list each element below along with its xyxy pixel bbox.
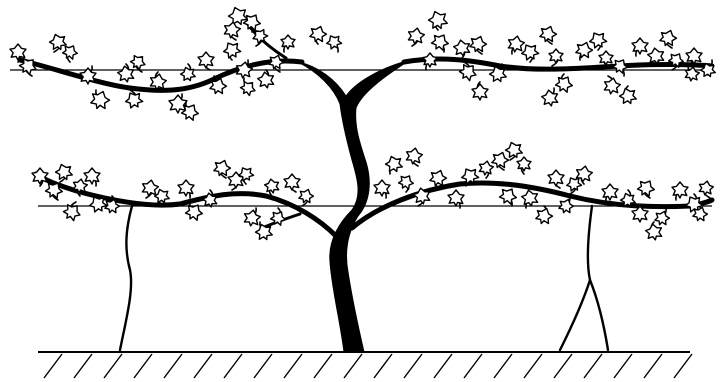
ground-hatch-mark [104,354,122,378]
ground-hatch-mark [674,354,692,378]
ground-hatch-mark [134,354,152,378]
ground-hatch-mark [74,354,92,378]
ground-hatch-mark [164,354,182,378]
vine-leaf [429,31,451,53]
ground-hatch-mark [194,354,212,378]
vine-leaf [324,32,343,51]
vine-leaf [602,184,618,200]
vine-leaf [88,88,111,111]
vine-leaf [179,65,197,83]
vine-leaf [686,48,702,64]
vine-leaf [599,51,613,65]
vine-leaf [221,39,243,61]
vine-leaf [618,86,639,107]
vine-leaf [405,147,424,166]
vine-leaf [426,8,449,31]
ground-hatch-mark [374,354,392,378]
vine-leaf [610,56,629,75]
vine-leaf [574,40,595,61]
vine-leaf [548,170,564,186]
vine-leaf [549,49,563,63]
vine-leaf [632,38,648,54]
vine-leaf [645,223,664,242]
ground-hatch-mark [404,354,422,378]
ground-hatch-mark [494,354,512,378]
vine-leaf [534,206,555,227]
vine-leaf [10,44,26,60]
vine-leaf [84,168,100,184]
vine-leaf [223,21,242,40]
vine-leaf [396,172,415,191]
vine-leaf [423,53,437,67]
vine-leaf [541,89,560,108]
vine-leaf [117,65,136,84]
ground-hatch-mark [344,354,362,378]
vine-leaf [374,180,390,196]
vine-leaf [684,66,700,82]
support-posts [120,206,608,350]
ground-hatch-mark [614,354,632,378]
ground-hatch-mark [524,354,542,378]
vine-leaf [308,24,329,45]
vine-leaf [587,29,609,51]
vine-leaf [497,185,519,207]
vine-leaf [243,209,262,228]
vine-leaf [257,71,276,90]
vine-leaf [653,209,671,227]
ground-hatch-mark [584,354,602,378]
left-post [120,206,132,350]
vine-leaf [407,27,426,46]
ground-hatch-mark [284,354,302,378]
ground-hatch-mark [464,354,482,378]
ground-hatch-mark [314,354,332,378]
vine-leaf [198,52,214,68]
right-post-right-leg [590,280,608,350]
vine-leaf [448,190,464,206]
vine-leaf [238,78,258,98]
vine-leaf [553,73,575,95]
vine-leaf [284,174,300,190]
right-post-left-leg [560,206,592,350]
vine-leaf [517,157,531,171]
vine-leaf [281,35,295,49]
ground-hatch-mark [224,354,242,378]
vine-leaf [178,180,194,196]
vine-leaf [472,84,488,100]
ground [38,352,692,378]
vine-leaf [603,77,622,96]
ground-hatch-mark [254,354,272,378]
vine-leaf [698,180,714,196]
vine-leaf [32,168,48,184]
ground-hatch-mark [44,354,62,378]
vine-leaf [453,39,472,58]
vine-leaf [264,178,280,194]
ground-hatch-mark [554,354,572,378]
vine-leaf [672,182,688,198]
vine-leaf [521,189,540,208]
ground-hatch-mark [644,354,662,378]
ground-hatching [44,354,692,378]
vine-leaf [384,154,405,175]
ground-hatch-mark [434,354,452,378]
vine-leaf [507,35,526,54]
